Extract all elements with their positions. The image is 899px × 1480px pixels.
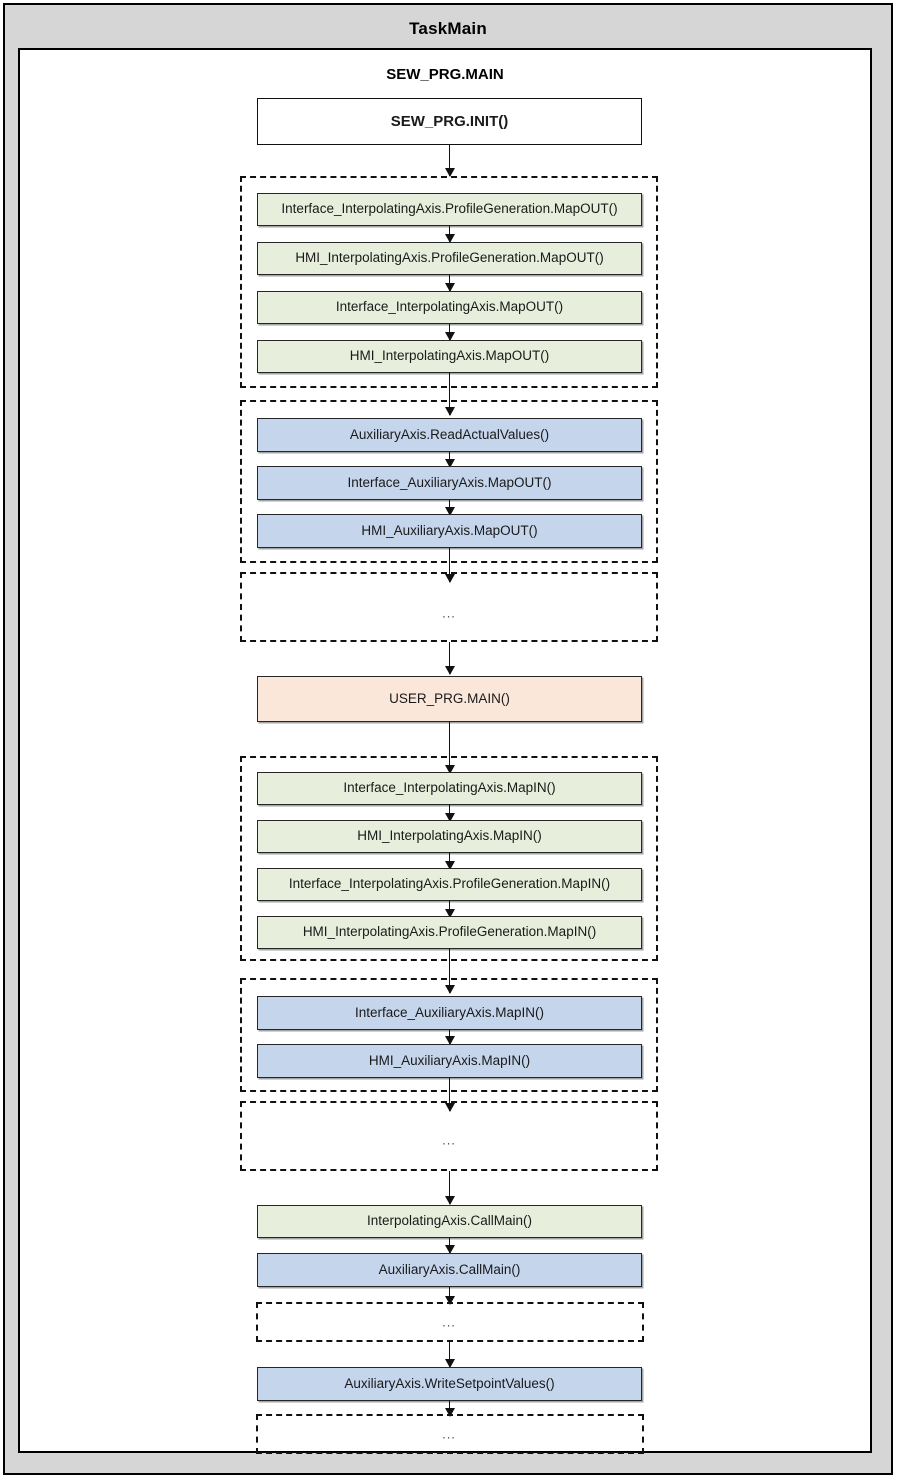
group-more-output-placeholder	[240, 572, 658, 642]
program-title: SEW_PRG.MAIN	[386, 66, 504, 83]
node-interface-interpolatingaxis-mapout[interactable]: Interface_InterpolatingAxis.MapOUT()	[257, 291, 642, 324]
ellipsis-more-input: ...	[442, 1132, 456, 1148]
node-hmi-interpolatingaxis-profilegeneration-mapout[interactable]: HMI_InterpolatingAxis.ProfileGeneration.…	[257, 242, 642, 275]
group-more-input-placeholder	[240, 1101, 658, 1171]
arrow-placeholder1-to-userprg	[444, 642, 455, 675]
arrow-placeholder3-to-writesetpoint	[444, 1342, 455, 1368]
node-sew-prg-init[interactable]: SEW_PRG.INIT()	[257, 98, 642, 145]
arrow-g5-1-to-2	[444, 1030, 455, 1045]
ellipsis-more-after-setpoint: ...	[442, 1426, 456, 1442]
ellipsis-more-output: ...	[442, 605, 456, 621]
node-hmi-interpolatingaxis-mapin[interactable]: HMI_InterpolatingAxis.MapIN()	[257, 820, 642, 853]
arrow-g1-3-to-4	[444, 324, 455, 341]
node-user-prg-main[interactable]: USER_PRG.MAIN()	[257, 676, 642, 722]
group-more-after-setpoint-placeholder	[256, 1414, 644, 1454]
arrow-callmain-to-auxcallmain	[444, 1238, 455, 1254]
node-hmi-interpolatingaxis-mapout[interactable]: HMI_InterpolatingAxis.MapOUT()	[257, 340, 642, 373]
task-title: TaskMain	[409, 19, 487, 38]
node-interpolatingaxis-callmain[interactable]: InterpolatingAxis.CallMain()	[257, 1205, 642, 1238]
node-hmi-auxiliaryaxis-mapin[interactable]: HMI_AuxiliaryAxis.MapIN()	[257, 1044, 642, 1078]
ellipsis-more-after-callmain: ...	[442, 1314, 456, 1330]
arrow-g1-1-to-2	[444, 226, 455, 243]
node-interface-interpolatingaxis-profilegeneration-mapout[interactable]: Interface_InterpolatingAxis.ProfileGener…	[257, 193, 642, 226]
arrow-g5-to-placeholder2	[444, 1078, 455, 1112]
node-interface-auxiliaryaxis-mapout[interactable]: Interface_AuxiliaryAxis.MapOUT()	[257, 466, 642, 500]
arrow-g1-to-g2	[444, 373, 455, 416]
arrow-g2-1-to-2	[444, 452, 455, 468]
node-interface-interpolatingaxis-mapin[interactable]: Interface_InterpolatingAxis.MapIN()	[257, 772, 642, 805]
node-hmi-auxiliaryaxis-mapout[interactable]: HMI_AuxiliaryAxis.MapOUT()	[257, 514, 642, 548]
node-auxiliaryaxis-callmain[interactable]: AuxiliaryAxis.CallMain()	[257, 1253, 642, 1287]
arrow-g4-3-to-4	[444, 901, 455, 918]
arrow-g1-2-to-3	[444, 275, 455, 292]
arrow-userprg-to-interpolating-in	[444, 722, 455, 774]
node-hmi-interpolatingaxis-profilegeneration-mapin[interactable]: HMI_InterpolatingAxis.ProfileGeneration.…	[257, 916, 642, 949]
group-more-after-callmain-placeholder	[256, 1302, 644, 1342]
arrow-placeholder2-to-callmain	[444, 1171, 455, 1205]
node-auxiliaryaxis-writesetpointvalues[interactable]: AuxiliaryAxis.WriteSetpointValues()	[257, 1367, 642, 1401]
arrow-writesetpoint-to-placeholder4	[444, 1401, 455, 1417]
node-interface-auxiliaryaxis-mapin[interactable]: Interface_AuxiliaryAxis.MapIN()	[257, 996, 642, 1030]
arrow-g4-2-to-3	[444, 853, 455, 870]
arrow-g4-1-to-2	[444, 805, 455, 822]
arrow-auxcallmain-to-placeholder3	[444, 1287, 455, 1305]
node-interface-interpolatingaxis-profilegeneration-mapin[interactable]: Interface_InterpolatingAxis.ProfileGener…	[257, 868, 642, 901]
arrow-g2-2-to-3	[444, 500, 455, 516]
arrow-g4-to-g5	[444, 949, 455, 994]
node-auxiliaryaxis-readactualvalues[interactable]: AuxiliaryAxis.ReadActualValues()	[257, 418, 642, 452]
arrow-init-to-interpolating-out	[444, 145, 455, 177]
arrow-g2-to-placeholder1	[444, 548, 455, 583]
